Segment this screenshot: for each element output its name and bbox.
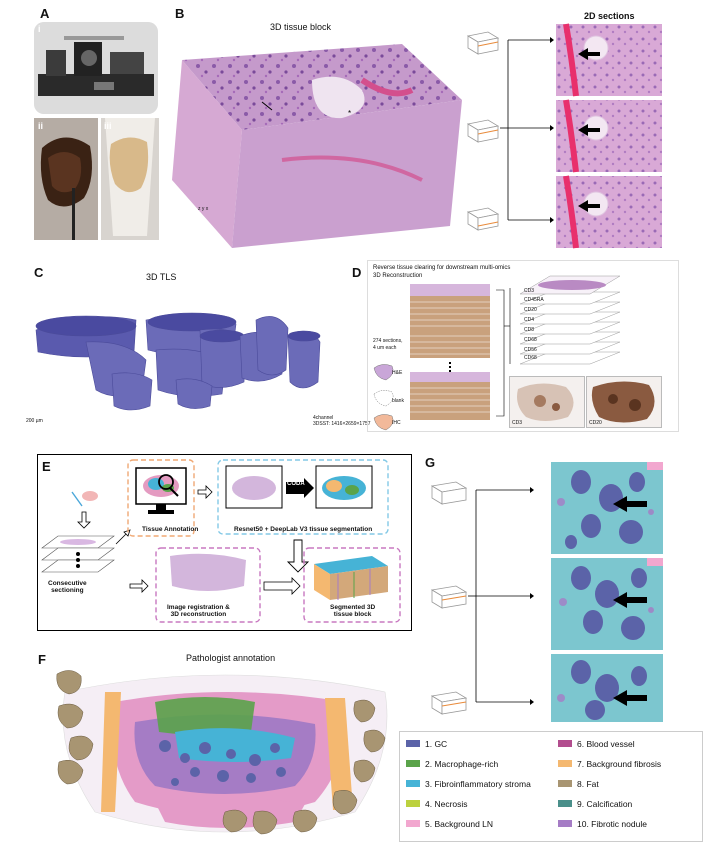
ihc-layer-stack xyxy=(504,275,621,365)
he-sections-stack xyxy=(556,23,662,249)
ihc-layer-label-4: CD4 xyxy=(524,317,535,323)
legend-label: 2. Macrophage-rich xyxy=(425,758,499,769)
ihc-layer-label-6: CD68 xyxy=(524,337,537,343)
ihc-layer-label-8: CD68 xyxy=(524,355,537,361)
step-registration: Image registration & 3D reconstruction xyxy=(167,604,230,618)
legend-item-fibroinflammatory: 3. Fibroinflammatory stroma xyxy=(406,778,531,789)
legend-item-fibrotic-nodule: 10. Fibrotic nodule xyxy=(558,818,647,829)
svg-text:*: * xyxy=(348,109,351,118)
cd20-image xyxy=(586,376,662,428)
ihc-layer-label-5: CD8 xyxy=(524,327,535,333)
legend-blank-label: blank xyxy=(392,398,404,404)
panel-a-sub-ii: ii xyxy=(38,121,44,131)
panel-b-label: B xyxy=(175,6,185,21)
coda-pipeline-diagram xyxy=(41,459,401,623)
slice-diagram-g xyxy=(430,481,534,715)
tls-3d-render xyxy=(35,312,321,411)
tissue-block-3d: * xyxy=(172,44,462,248)
legend-swatch xyxy=(406,820,420,827)
ihc-layer-label-1: CD3 xyxy=(524,288,535,294)
legend-ihc-label: IHC xyxy=(392,420,401,426)
panel-d-sections-note-2: 4 um each xyxy=(373,345,397,351)
panel-d-title-1: Reverse tissue clearing for downstream m… xyxy=(373,265,511,271)
panel-d-sections-note-1: 274 sections, xyxy=(373,338,403,344)
legend-label: 6. Blood vessel xyxy=(577,738,635,749)
panel-g-label: G xyxy=(425,455,436,470)
legend-label: 10. Fibrotic nodule xyxy=(577,818,647,829)
panel-d-title-2: 3D Reconstruction xyxy=(373,273,423,279)
legend-he-label: H&E xyxy=(392,370,403,376)
ihc-layer-label-2: CD45RA xyxy=(524,297,544,303)
step-tissue-annotation: Tissue Annotation xyxy=(142,526,199,533)
legend-item-fat: 8. Fat xyxy=(558,778,599,789)
panel-c-scale-label: 200 µm xyxy=(26,418,43,424)
cd3-image xyxy=(509,376,585,428)
legend-label: 4. Necrosis xyxy=(425,798,468,809)
panel-a-label: A xyxy=(40,6,50,21)
legend-swatch xyxy=(406,800,420,807)
panel-d-frame xyxy=(367,260,679,432)
segmented-sections-stack xyxy=(551,462,663,722)
panel-c-label: C xyxy=(34,265,44,280)
panel-e-label: E xyxy=(42,459,51,474)
legend-item-calcification: 9. Calcification xyxy=(558,798,632,809)
legend-item-background-fibrosis: 7. Background fibrosis xyxy=(558,758,661,769)
tissue-photo-cleared xyxy=(101,118,159,240)
legend-label: 5. Background LN xyxy=(425,818,494,829)
slice-diagram-b xyxy=(466,31,554,231)
panel-f-label: F xyxy=(38,652,46,667)
panel-d-label: D xyxy=(352,265,362,280)
panel-a-sub-iii: iii xyxy=(104,121,112,131)
legend-swatch xyxy=(406,760,420,767)
panel-a-sub-i: i xyxy=(38,24,41,34)
coda-label: CODA xyxy=(287,481,305,487)
step-consecutive-sectioning: Consecutive sectioning xyxy=(48,580,87,594)
legend-item-necrosis: 4. Necrosis xyxy=(406,798,468,809)
section-stack-diagram xyxy=(410,284,505,420)
legend-label: 3. Fibroinflammatory stroma xyxy=(425,778,531,789)
legend-item-macrophage: 2. Macrophage-rich xyxy=(406,758,498,769)
stain-legend-shapes xyxy=(373,364,394,431)
annotation-legend: 1. GC 2. Macrophage-rich 3. Fibroinflamm… xyxy=(399,731,703,842)
legend-swatch xyxy=(558,820,572,827)
legend-swatch xyxy=(558,800,572,807)
panel-c-title: 3D TLS xyxy=(146,272,177,282)
ihc-layer-label-3: CD20 xyxy=(524,307,537,313)
legend-swatch xyxy=(558,740,572,747)
pathologist-annotation-map xyxy=(56,670,388,835)
legend-item-blood-vessel: 6. Blood vessel xyxy=(558,738,635,749)
legend-swatch xyxy=(406,780,420,787)
legend-swatch xyxy=(406,740,420,747)
legend-swatch xyxy=(558,780,572,787)
legend-label: 1. GC xyxy=(425,738,448,749)
legend-label: 8. Fat xyxy=(577,778,599,789)
legend-item-gc: 1. GC xyxy=(406,738,447,749)
step-segmented-block: Segmented 3D tissue block xyxy=(330,604,376,618)
legend-label: 9. Calcification xyxy=(577,798,633,809)
step-segmentation: Resnet50 + DeepLab V3 tissue segmentatio… xyxy=(234,526,373,533)
legend-item-background-ln: 5. Background LN xyxy=(406,818,493,829)
panel-b-sections-title: 2D sections xyxy=(584,11,635,21)
microscope-illustration xyxy=(34,22,158,114)
ihc-layer-label-7: CD56 xyxy=(524,347,537,353)
cd3-label: CD3 xyxy=(512,420,523,426)
legend-swatch xyxy=(558,760,572,767)
panel-b-axis-label: z y x xyxy=(198,206,209,212)
microscope-photo xyxy=(34,22,158,114)
legend-label: 7. Background fibrosis xyxy=(577,758,662,769)
panel-e-frame xyxy=(37,454,412,631)
panel-c-corner-text: 4channel 3DSST: 1416×2659×1757 xyxy=(313,415,371,427)
panel-f-title: Pathologist annotation xyxy=(186,653,276,663)
panel-b-title: 3D tissue block xyxy=(270,22,332,32)
cd20-label: CD20 xyxy=(589,420,602,426)
tissue-photo-dark xyxy=(34,118,98,240)
